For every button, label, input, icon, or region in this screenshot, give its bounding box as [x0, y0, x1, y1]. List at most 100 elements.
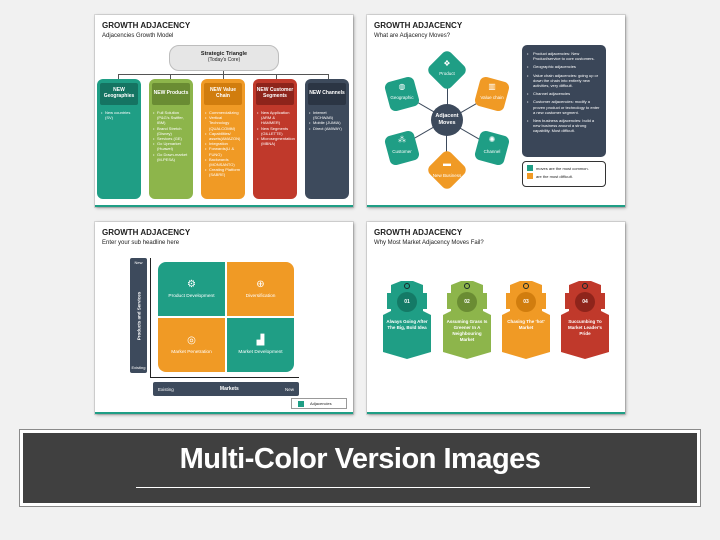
connector	[328, 74, 329, 80]
column-item: Go Down-market (M-PESA)	[153, 152, 190, 162]
fail-reason-tag: 02 Assuming Grass Is Greener In A Neighb…	[443, 277, 491, 362]
core-title: Strategic Triangle	[200, 51, 248, 57]
quadrant-market-penetration: ◎ Market Penetration	[158, 318, 225, 372]
quadrant-product-development: ⚙ Product Development	[158, 262, 225, 316]
connector	[223, 74, 224, 80]
connector	[276, 74, 277, 80]
step-text: Succumbing To Market Leader's Pride	[567, 319, 603, 337]
connector	[223, 71, 224, 74]
column-item: Capabilities/ assets(AMAZON)	[205, 131, 242, 141]
column-item: Forwards(LI & FUNG)	[205, 146, 242, 156]
fail-reason-tag: 03 Chasing The 'hot' Market	[502, 277, 550, 362]
slide-title: GROWTH ADJACENCY	[374, 228, 463, 237]
info-panel: Product adjacencies: New Product/service…	[522, 45, 606, 157]
slide-thumbnail-why-moves-fail[interactable]: GROWTH ADJACENCY Why Most Market Adjacen…	[367, 222, 625, 414]
column-item: Brand Stretch (Disney)	[153, 126, 190, 136]
strategic-triangle-box: Strategic Triangle (Today's Core)	[169, 45, 279, 71]
slide-title: GROWTH ADJACENCY	[102, 21, 191, 30]
node-label: Customer	[392, 149, 412, 154]
quadrant-label: Market Development	[238, 349, 283, 355]
column-value-chain: NEW Value Chain Commercializing Vertical…	[201, 79, 245, 199]
y-axis-bar: New Products and Services Existing	[130, 258, 147, 373]
tag-shape	[502, 281, 550, 359]
slide-thumbnail-adjacency-moves[interactable]: GROWTH ADJACENCY What are Adjacency Move…	[367, 15, 625, 207]
legend-text: are the most difficult.	[536, 173, 573, 179]
core-subtitle: (Today's Core)	[207, 57, 241, 63]
banner-underline	[136, 487, 590, 488]
quadrant-label: Product Development	[168, 293, 215, 299]
column-item: Services (GE)	[153, 136, 190, 141]
slide-thumbnail-ansoff-matrix[interactable]: GROWTH ADJACENCY Enter your sub headline…	[95, 222, 353, 414]
step-text: Chasing The 'hot' Market	[507, 319, 545, 331]
info-bullet: Product adjacencies: New Product/service…	[527, 51, 601, 61]
node-label: New Business	[432, 173, 462, 178]
briefcase-icon: ▬	[443, 159, 451, 168]
node-label: Geographic	[390, 95, 414, 100]
slide-subtitle: Adjacencies Growth Model	[102, 33, 174, 39]
quadrant-diversification: ⊕ Diversification	[227, 262, 294, 316]
quadrant-label: Market Penetration	[171, 349, 212, 355]
tag-shape	[383, 281, 431, 359]
column-header: NEW Geographies	[100, 83, 138, 105]
fail-reason-tag: 04 Succumbing To Market Leader's Pride	[561, 277, 609, 362]
column-item: Creating Platform (SABRE)	[205, 167, 242, 177]
quadrant-market-development: ▟ Market Development	[227, 318, 294, 372]
x-axis-line	[150, 377, 299, 378]
column-item: Mobile (JUMIA)	[309, 120, 346, 125]
column-item: New Application (ARM & HAMMER)	[257, 110, 294, 126]
slide-title: GROWTH ADJACENCY	[374, 21, 463, 30]
slide-thumbnail-adjacencies-growth-model[interactable]: GROWTH ADJACENCY Adjacencies Growth Mode…	[95, 15, 353, 207]
legend: Adjacencies	[291, 398, 347, 409]
legend-swatch-orange	[527, 173, 533, 179]
tag-shape	[561, 281, 609, 359]
y-axis-bottom: Existing	[131, 365, 146, 370]
slide-subtitle: What are Adjacency Moves?	[374, 33, 451, 39]
chart-icon: ▟	[256, 334, 265, 346]
quadrant-label: Diversification	[245, 293, 276, 299]
bullseye-icon: ◎	[187, 334, 196, 346]
legend-swatch-teal	[298, 400, 304, 407]
node-new-business	[425, 148, 469, 192]
column-item: Commercializing	[205, 110, 242, 115]
info-bullet: Geographic adjacencies	[527, 64, 601, 69]
column-channels: NEW Channels Internet (SCHWAB) Mobile (J…	[305, 79, 349, 199]
column-geographies: NEW Geographies New countries (SV)	[97, 79, 141, 199]
building-icon: ▥	[488, 82, 496, 91]
column-item: Go Upmarket (Huawei)	[153, 141, 190, 151]
hub-adjacent-moves: Adjacent Moves	[431, 104, 463, 136]
x-axis-label: Markets	[219, 386, 239, 392]
target-arrows-icon: ⊕	[256, 278, 265, 290]
column-item: Integration	[205, 141, 242, 146]
column-item: Direct (AMWAY)	[309, 126, 346, 131]
slide-subtitle: Why Most Market Adjacency Moves Fail?	[374, 240, 484, 246]
column-item: Full Solution (P&G's Swiffer, IBM)	[153, 110, 190, 126]
fail-reason-tag: 01 Always Going After The Big, Bold Idea	[383, 277, 431, 362]
column-header: NEW Customer Segments	[256, 83, 294, 105]
step-number: 03	[516, 292, 536, 312]
banner-title: Multi-Color Version Images	[179, 443, 541, 475]
x-axis-left: Existing	[158, 386, 174, 392]
column-item: Vertical Technology (QUALCOMM)	[205, 115, 242, 131]
gear-icon: ⚙	[187, 278, 196, 290]
network-icon: ✺	[488, 135, 496, 144]
column-item: New Segments (GILLETTE)	[257, 126, 294, 136]
x-axis-right: New	[284, 386, 294, 392]
handshake-icon: ❖	[443, 59, 451, 68]
slide-title: GROWTH ADJACENCY	[102, 228, 191, 237]
step-text: Assuming Grass Is Greener In A Neighbour…	[446, 319, 488, 343]
column-item: Internet (SCHWAB)	[309, 110, 346, 120]
step-number: 01	[397, 292, 417, 312]
column-item: New countries (SV)	[101, 110, 138, 120]
step-number: 02	[457, 292, 477, 312]
slide-subtitle: Enter your sub headline here	[102, 240, 180, 246]
globe-icon: ◍	[398, 82, 406, 91]
y-axis-line	[150, 258, 151, 378]
node-label: Channel	[483, 149, 501, 154]
legend: moves are the most common. are the most …	[522, 161, 606, 187]
connector	[118, 74, 119, 80]
legend-text: moves are the most common.	[536, 165, 589, 171]
people-icon: ⁂	[398, 135, 406, 144]
connector	[170, 74, 171, 80]
column-header: NEW Channels	[308, 83, 346, 105]
version-banner: Multi-Color Version Images	[19, 429, 701, 507]
